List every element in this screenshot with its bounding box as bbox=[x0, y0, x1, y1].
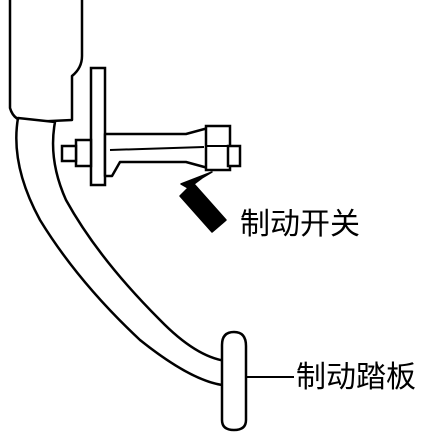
stop-bracket bbox=[74, 138, 93, 168]
switch-connector bbox=[226, 144, 242, 168]
brake-switch-label: 制动开关 bbox=[240, 207, 360, 242]
brake-pedal-label: 制动踏板 bbox=[296, 360, 416, 395]
switch-barrel-line bbox=[109, 146, 205, 151]
brake-switch-arrow bbox=[179, 171, 227, 233]
switch-plunger bbox=[60, 144, 78, 163]
pedal-bracket bbox=[8, 0, 84, 124]
mounting-plate bbox=[89, 66, 107, 187]
switch-barrel bbox=[103, 126, 210, 178]
pedal-pad bbox=[220, 330, 248, 432]
switch-head bbox=[204, 124, 232, 172]
